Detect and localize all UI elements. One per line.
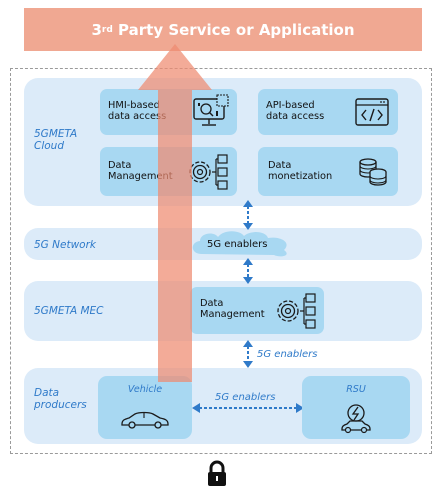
car-icon xyxy=(121,411,169,429)
mec-enablers-label: 5G enablers xyxy=(257,349,318,360)
network-enablers-label: 5G enablers xyxy=(207,239,268,250)
data-monetization-box: Data monetization xyxy=(258,147,398,196)
tier-label-network: 5G Network xyxy=(34,239,96,251)
rsu-box: RSU xyxy=(302,376,410,439)
mec-data-management-label: Data Management xyxy=(200,298,265,320)
connector-mec-producers xyxy=(243,340,253,368)
ev-charging-icon xyxy=(341,404,371,434)
tier-label-cloud: 5GMETA Cloud xyxy=(34,128,78,152)
tier-label-producers: Data producers xyxy=(34,387,87,411)
producers-enablers-label: 5G enablers xyxy=(215,392,276,403)
data-monetization-label: Data monetization xyxy=(268,160,333,182)
data-flow-up-arrow xyxy=(138,44,212,382)
code-window-icon xyxy=(355,98,389,126)
cloud-data-management-label: Data Management xyxy=(108,160,173,182)
lock-icon xyxy=(208,460,226,486)
api-data-access-label: API-based data access xyxy=(266,100,325,122)
connector-cloud-network xyxy=(243,200,253,230)
system-boundary xyxy=(10,68,432,454)
banner-number: 3 xyxy=(91,20,102,39)
mec-data-management-box: Data Management xyxy=(190,287,324,334)
banner-superscript: rd xyxy=(101,24,113,35)
tier-label-mec: 5GMETA MEC xyxy=(34,305,104,317)
network-enablers-cloud xyxy=(192,231,287,257)
vehicle-label: Vehicle xyxy=(127,384,163,395)
rsu-label: RSU xyxy=(346,384,366,395)
monitor-analytics-icon xyxy=(193,94,229,126)
vehicle-box: Vehicle xyxy=(98,376,192,439)
hmi-data-access-label: HMI-based data access xyxy=(108,100,167,122)
vehicle-rsu-link xyxy=(192,403,304,413)
mec-gear-hierarchy-icon xyxy=(277,293,316,329)
banner-text: Party Service or Application xyxy=(112,20,355,39)
coins-icon xyxy=(359,158,387,186)
api-data-access-box: API-based data access xyxy=(258,89,398,135)
connector-network-mec xyxy=(243,258,253,284)
